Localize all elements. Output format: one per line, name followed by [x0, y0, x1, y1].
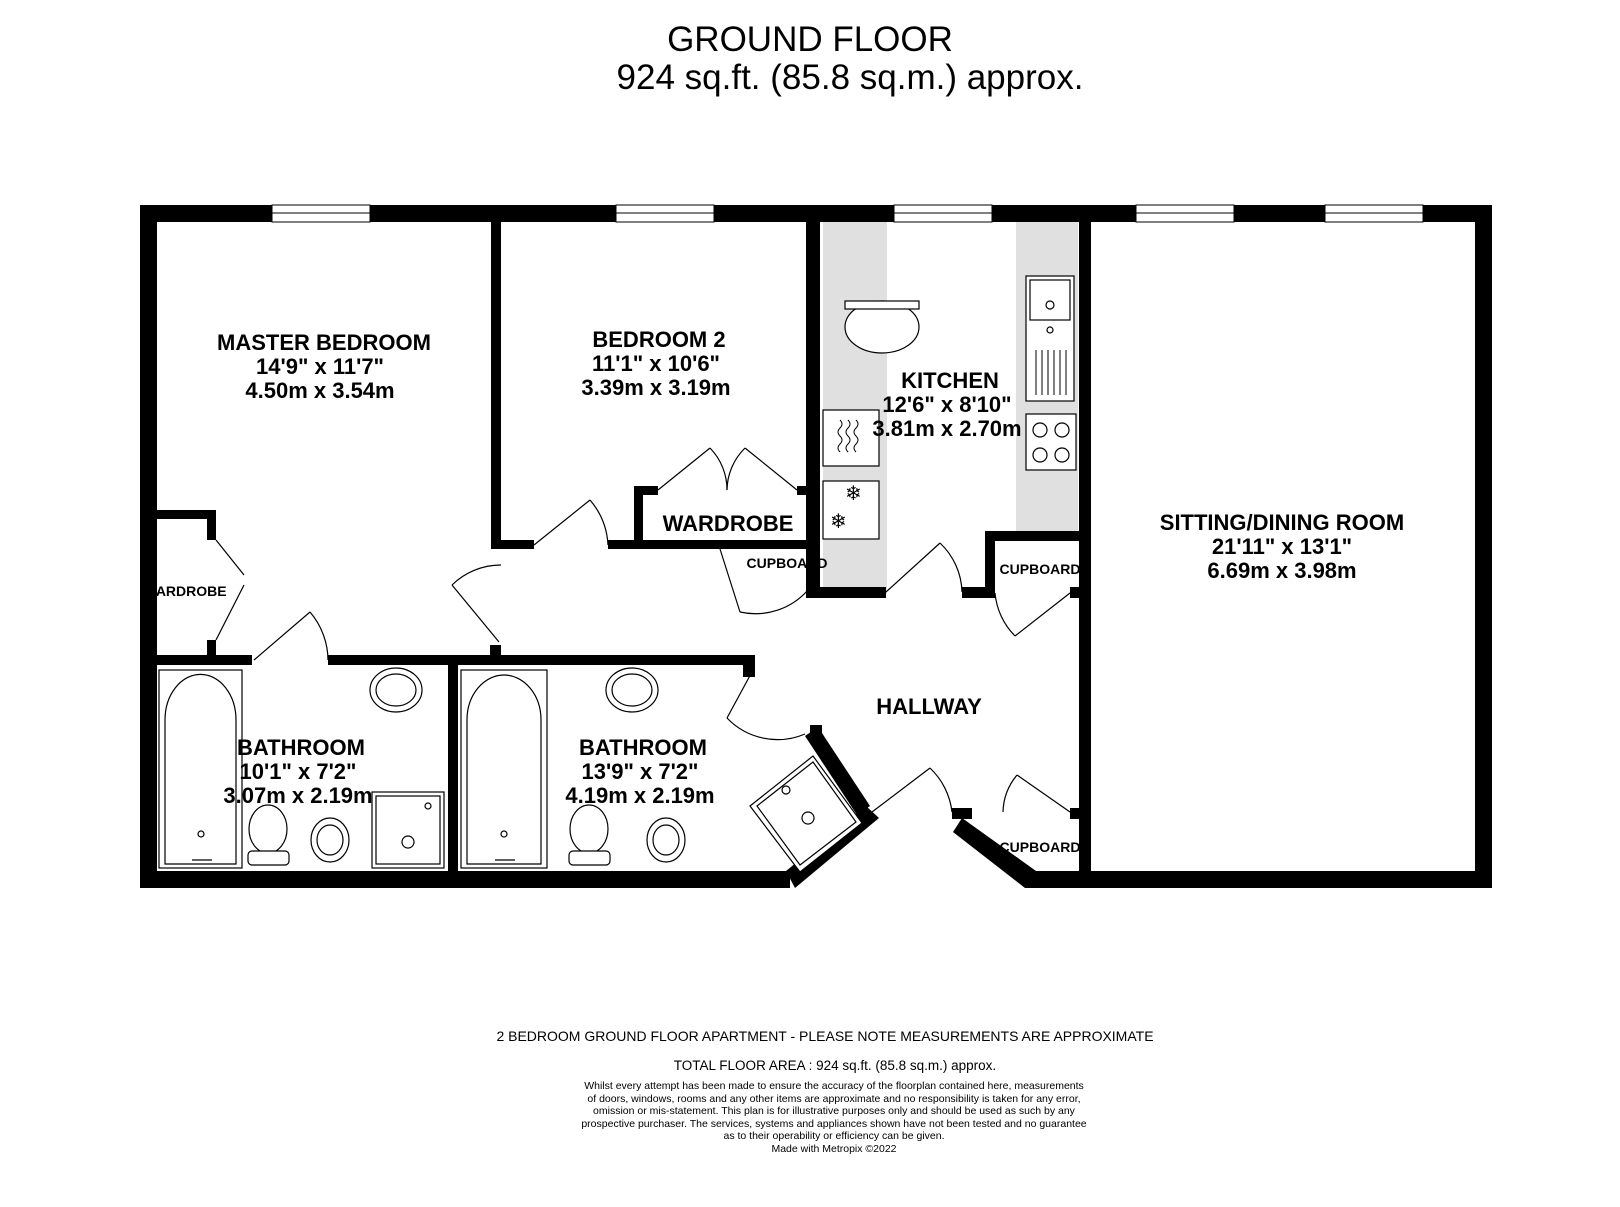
- toilet-icon: [568, 804, 611, 866]
- wardrobe-small-label: WARDROBE: [143, 583, 226, 599]
- disclaimer: Whilst every attempt has been made to en…: [0, 1080, 1620, 1155]
- outer-wall-left: [140, 205, 157, 888]
- svg-text:10'1" x 7'2": 10'1" x 7'2": [240, 759, 357, 784]
- svg-text:6.69m x 3.98m: 6.69m x 3.98m: [1207, 558, 1356, 583]
- svg-text:14'9" x 11'7": 14'9" x 11'7": [256, 354, 384, 379]
- kitchen-label: KITCHEN 12'6" x 8'10" 3.81m x 2.70m: [872, 368, 1021, 441]
- table-icon: [844, 300, 920, 354]
- doors: [215, 447, 1071, 813]
- bathroom-2-label: BATHROOM 13'9" x 7'2" 4.19m x 2.19m: [565, 735, 714, 808]
- cupboard-2-label: CUPBOARD: [1000, 561, 1081, 577]
- svg-text:11'1" x 10'6": 11'1" x 10'6": [592, 351, 720, 376]
- bathtub-icon: [460, 669, 548, 869]
- svg-text:3.81m x 2.70m: 3.81m x 2.70m: [872, 416, 1021, 441]
- svg-text:MASTER BEDROOM: MASTER BEDROOM: [217, 330, 431, 355]
- disclaimer-line: as to their operability or efficiency ca…: [723, 1130, 945, 1142]
- svg-text:KITCHEN: KITCHEN: [901, 368, 999, 393]
- svg-text:SITTING/DINING ROOM: SITTING/DINING ROOM: [1160, 510, 1404, 535]
- outer-wall-diag-right: [953, 818, 1036, 888]
- svg-text:4.50m x 3.54m: 4.50m x 3.54m: [245, 378, 394, 403]
- basin-icon: [369, 667, 423, 713]
- svg-text:❄: ❄: [830, 509, 847, 533]
- svg-text:BATHROOM: BATHROOM: [579, 735, 707, 760]
- windows: [271, 204, 1424, 223]
- fridge-freezer-icon: ❄ ❄: [822, 480, 880, 540]
- outer-wall-bottom-left: [140, 871, 790, 888]
- toilet-icon: [247, 804, 290, 866]
- cupboard-1-label: CUPBOARD: [747, 555, 828, 571]
- bathroom-1-label: BATHROOM 10'1" x 7'2" 3.07m x 2.19m: [223, 735, 372, 808]
- total-floor-area: TOTAL FLOOR AREA : 924 sq.ft. (85.8 sq.m…: [673, 1058, 997, 1073]
- floor-title: GROUND FLOOR: [667, 20, 953, 59]
- basin-icon: [310, 817, 350, 863]
- bedroom-2-label: BEDROOM 2 11'1" x 10'6" 3.39m x 3.19m: [581, 327, 730, 400]
- sitting-room-label: SITTING/DINING ROOM 21'11" x 13'1" 6.69m…: [1160, 510, 1404, 583]
- basin-icon: [646, 817, 686, 863]
- wardrobe-label: WARDROBE: [663, 511, 794, 536]
- outer-wall-bottom-right: [1025, 871, 1492, 888]
- washing-machine-icon: [822, 409, 880, 467]
- bathtub-icon: [158, 669, 243, 869]
- hob-icon: [1025, 413, 1077, 471]
- disclaimer-line: omission or mis-statement. This plan is …: [593, 1105, 1075, 1117]
- credit: Made with Metropix ©2022: [771, 1142, 897, 1155]
- svg-text:4.19m x 2.19m: 4.19m x 2.19m: [565, 783, 714, 808]
- svg-text:12'6" x 8'10": 12'6" x 8'10": [882, 392, 1011, 417]
- svg-text:3.39m x 3.19m: 3.39m x 3.19m: [581, 375, 730, 400]
- disclaimer-line: Whilst every attempt has been made to en…: [584, 1080, 1084, 1092]
- basin-icon: [605, 667, 659, 713]
- room-labels: MASTER BEDROOM 14'9" x 11'7" 4.50m x 3.5…: [143, 327, 1404, 855]
- svg-text:13'9" x 7'2": 13'9" x 7'2": [582, 759, 699, 784]
- svg-text:BATHROOM: BATHROOM: [237, 735, 365, 760]
- outer-wall-right: [1475, 205, 1492, 888]
- sitting-room-wall: [1079, 222, 1091, 888]
- svg-text:BEDROOM 2: BEDROOM 2: [592, 327, 725, 352]
- svg-text:21'11" x 13'1": 21'11" x 13'1": [1212, 534, 1352, 559]
- fixtures: ❄ ❄: [158, 275, 1077, 873]
- disclaimer-line: of doors, windows, rooms and any other i…: [587, 1092, 1081, 1105]
- svg-text:❄: ❄: [845, 481, 862, 505]
- svg-text:3.07m x 2.19m: 3.07m x 2.19m: [223, 783, 372, 808]
- shower-icon: [749, 755, 863, 873]
- floor-area: 924 sq.ft. (85.8 sq.m.) approx.: [616, 58, 1084, 97]
- floor-description: 2 BEDROOM GROUND FLOOR APARTMENT - PLEAS…: [496, 1028, 1154, 1044]
- cupboard-3-label: CUPBOARD: [1000, 839, 1081, 855]
- sink-icon: [1025, 275, 1075, 402]
- master-bedroom-label: MASTER BEDROOM 14'9" x 11'7" 4.50m x 3.5…: [217, 330, 431, 403]
- disclaimer-line: prospective purchaser. The services, sys…: [581, 1117, 1087, 1130]
- hallway-label: HALLWAY: [876, 694, 982, 719]
- shower-icon: [371, 791, 445, 869]
